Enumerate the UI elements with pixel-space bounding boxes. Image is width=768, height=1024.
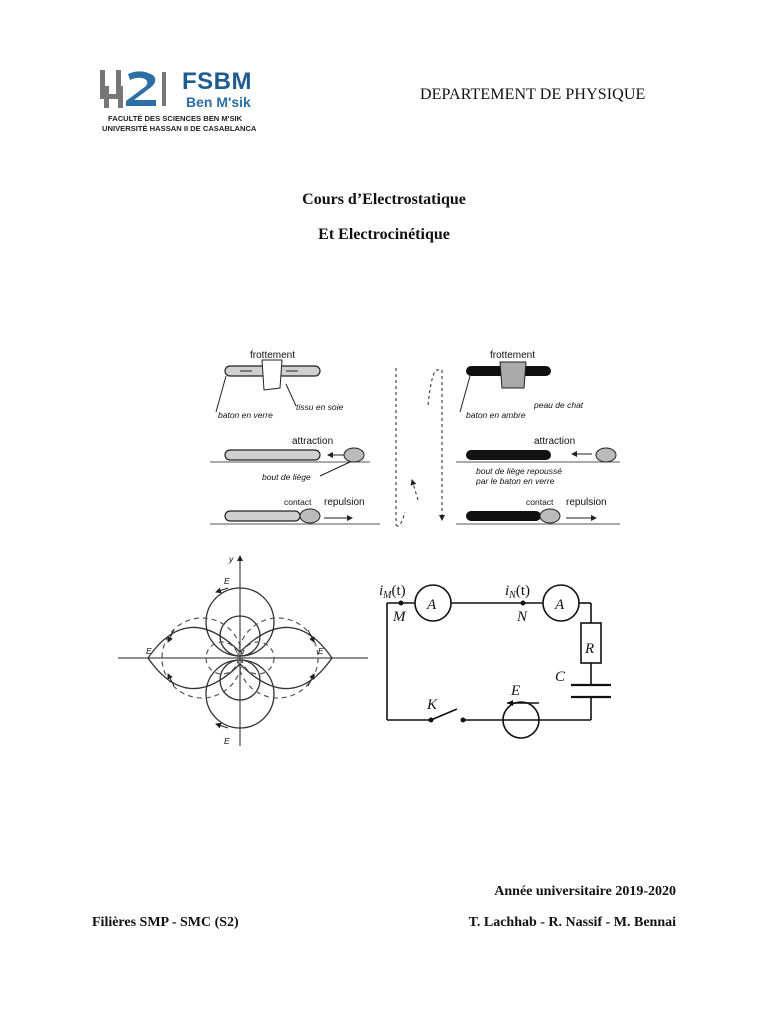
ammeter-m: [414, 584, 452, 622]
authors: T. Lachhab - R. Nassif - M. Bennai: [468, 915, 676, 930]
label-attraction-right: attraction: [534, 436, 575, 447]
glass-rod-bottom: [224, 510, 301, 522]
e-label-left: E: [146, 646, 152, 656]
course-title-line2: Et Electrocinétique: [318, 226, 450, 243]
filieres: Filières SMP - SMC (S2): [92, 915, 239, 930]
e-label-bottom: E: [224, 736, 230, 746]
label-node-m: M: [392, 609, 407, 625]
course-title-line1: Cours d’Electrostatique: [302, 191, 466, 208]
logo-faculty-line: FACULTÉ DES SCIENCES BEN M'SIK: [108, 114, 243, 123]
label-e: E: [510, 683, 520, 699]
logo-brand: FSBM: [182, 68, 252, 95]
y-axis-label: y: [228, 554, 234, 564]
label-frottement-right: frottement: [490, 350, 535, 361]
label-contact-left: contact: [284, 497, 312, 507]
label-repulsion-right: repulsion: [566, 497, 607, 508]
ammeter-n: [542, 584, 580, 622]
e-label-top: E: [224, 576, 230, 586]
ammeter-m-label: A: [426, 597, 437, 613]
e-label-right: E: [318, 646, 324, 656]
label-peau: peau de chat: [533, 400, 584, 410]
cat-fur: [499, 361, 527, 389]
label-k: K: [426, 697, 438, 713]
amber-rod-bottom: [466, 511, 541, 521]
amber-rod-middle: [466, 450, 551, 460]
label-baton-verre: baton en verre: [218, 410, 273, 420]
label-baton-ambre: baton en ambre: [466, 410, 526, 420]
rc-circuit-figure: A A iM(t) iN(t) M N R C E K: [379, 583, 611, 739]
label-attraction-left: attraction: [292, 436, 333, 447]
university-logo: FSBM Ben M'sik FACULTÉ DES SCIENCES BEN …: [98, 68, 268, 138]
cork-piece-left: [343, 447, 365, 463]
logo-subtitle: Ben M'sik: [186, 94, 251, 110]
label-iM: iM(t): [379, 583, 406, 601]
label-contact-right: contact: [526, 497, 554, 507]
logo-university-line: UNIVERSITÉ HASSAN II DE CASABLANCA: [102, 124, 257, 133]
glass-rod-middle: [224, 449, 321, 461]
label-r: R: [584, 641, 594, 657]
label-liege-left: bout de liège: [262, 472, 311, 482]
label-frottement-left: frottement: [250, 350, 295, 361]
electrisation-figure: frottement tissu en soie baton en verre …: [210, 350, 620, 527]
label-iN: iN(t): [505, 583, 530, 601]
uh2-logo-icon: [100, 70, 166, 108]
dipole-field-figure: y E E E E: [118, 554, 368, 746]
silk-cloth: [261, 359, 283, 391]
department-title: DEPARTEMENT DE PHYSIQUE: [420, 86, 646, 103]
academic-year: Année universitaire 2019-2020: [494, 884, 676, 899]
label-liege-right-2: par le baton en verre: [475, 476, 555, 486]
label-tissu: tissu en soie: [296, 402, 344, 412]
label-node-n: N: [516, 609, 528, 625]
ammeter-n-label: A: [554, 597, 565, 613]
label-c: C: [555, 669, 566, 685]
label-repulsion-left: repulsion: [324, 497, 365, 508]
label-liege-right-1: bout de liège repoussé: [476, 466, 562, 476]
